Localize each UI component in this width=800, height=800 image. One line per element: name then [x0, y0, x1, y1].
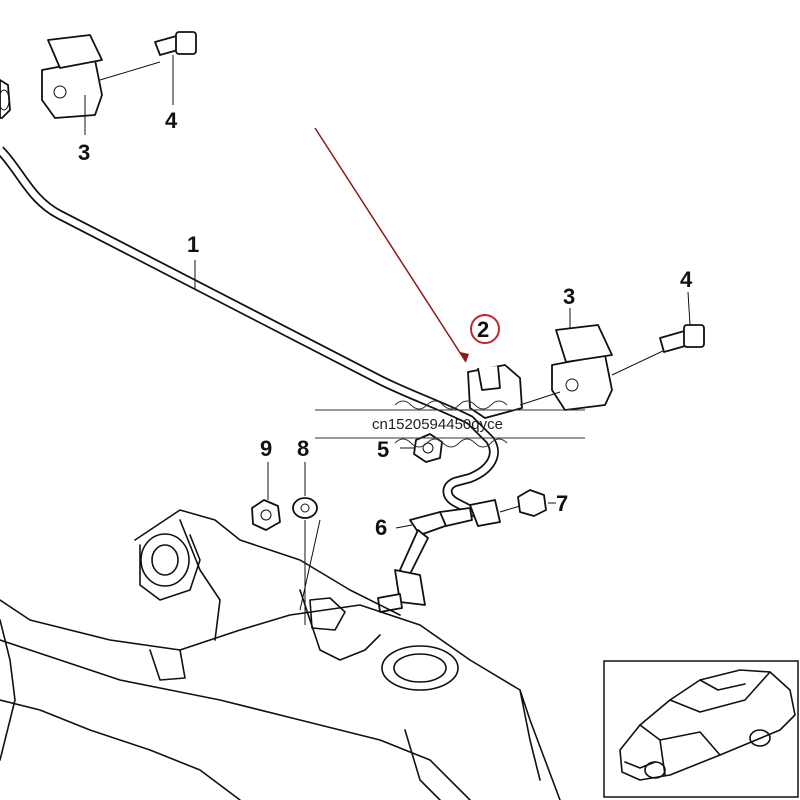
label-4-top: 4	[165, 108, 178, 133]
label-3-top: 3	[78, 140, 90, 165]
car-inset	[603, 660, 799, 798]
washer-part-8[interactable]	[292, 497, 318, 519]
label-2: 2	[477, 317, 489, 342]
bolt-top[interactable]	[154, 31, 197, 56]
label-3-right: 3	[563, 284, 575, 309]
nut-part-5[interactable]	[413, 433, 443, 463]
bushing-part-2[interactable]	[467, 364, 523, 419]
nut-part-9[interactable]	[251, 499, 281, 531]
rear-subframe	[0, 509, 561, 800]
bar-end-plate	[469, 499, 501, 527]
label-9: 9	[260, 436, 272, 461]
highlight-circle	[470, 314, 500, 344]
bracket-top[interactable]	[41, 34, 103, 119]
stabilizer-bar[interactable]	[0, 146, 499, 520]
bolt-right[interactable]	[659, 324, 705, 353]
pointer-arrow	[314, 127, 469, 363]
leader-lines	[84, 55, 691, 625]
label-6: 6	[375, 515, 387, 540]
watermark: cn1520594450qyce	[315, 400, 585, 448]
label-4-right: 4	[680, 267, 693, 292]
bracket-right[interactable]	[551, 324, 613, 411]
link-rod[interactable]	[377, 507, 473, 613]
bushing-top-left	[0, 79, 11, 119]
label-5: 5	[377, 437, 389, 462]
label-8: 8	[297, 436, 309, 461]
label-7: 7	[556, 491, 568, 516]
watermark-text: cn1520594450qyce	[372, 416, 503, 433]
nut-part-7[interactable]	[517, 489, 547, 517]
label-1: 1	[187, 232, 199, 257]
